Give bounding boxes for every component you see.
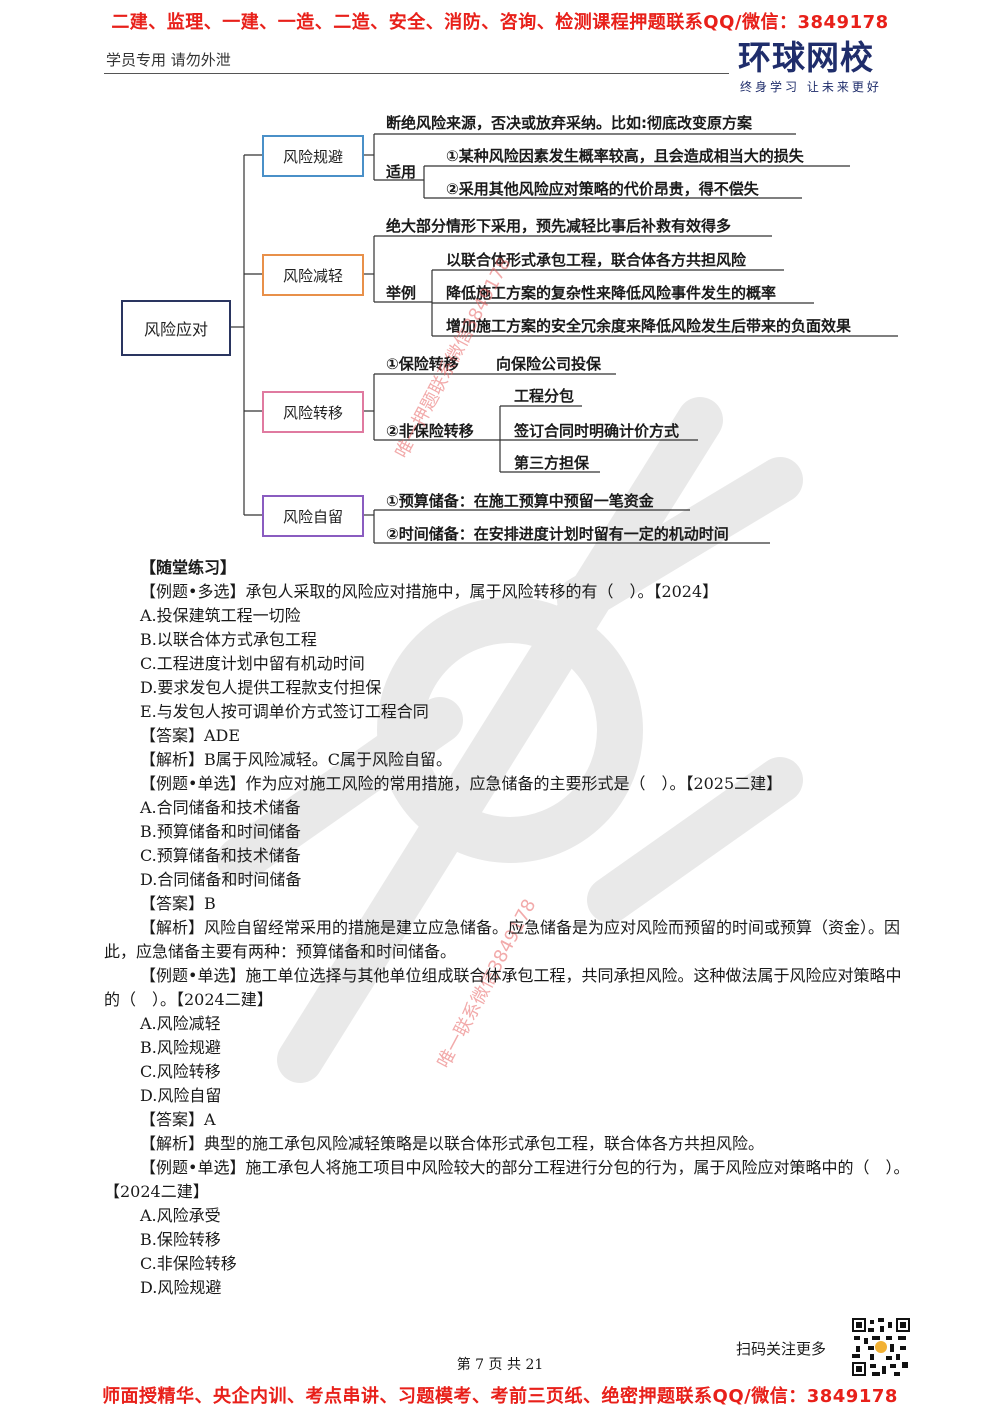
content-line: C.风险转移 [140, 1062, 221, 1081]
content-line: D.风险规避 [140, 1278, 222, 1297]
b1-item: ①某种风险因素发生概率较高，且会造成相当大的损失 [446, 147, 804, 165]
b3-non-insurance: ②非保险转移 [386, 422, 474, 440]
top-banner: 二建、监理、一建、一造、二造、安全、消防、咨询、检测课程押题联系QQ/微信：38… [111, 12, 889, 33]
bottom-banner: 师面授精华、央企内训、考点串讲、习题模考、考前三页纸、绝密押题联系QQ/微信：3… [102, 1386, 898, 1407]
content-line: 【例题•单选】作为应对施工风险的常用措施，应急储备的主要形式是（ ）。【2025… [140, 774, 783, 793]
b4-item: ①预算储备：在施工预算中预留一笔资金 [386, 492, 654, 510]
content-line: A.风险减轻 [140, 1014, 221, 1033]
branch-risk-mitigation: 风险减轻 [262, 254, 364, 296]
content-line: 【解析】B属于风险减轻。C属于风险自留。 [140, 750, 453, 769]
content-line: D.要求发包人提供工程款支付担保 [140, 678, 382, 697]
b2-item: 增加施工方案的安全冗余度来降低风险发生后带来的负面效果 [446, 317, 852, 335]
b4-item: ②时间储备：在安排进度计划时留有一定的机动时间 [386, 525, 729, 543]
exercise-content: 【随堂练习】 【例题•多选】承包人采取的风险应对措施中，属于风险转移的有（ ）。… [104, 556, 916, 1300]
b2-item: 降低施工方案的复杂性来降低风险事件发生的概率 [446, 284, 777, 302]
content-line: 【例题•多选】承包人采取的风险应对措施中，属于风险转移的有（ ）。【2024】 [140, 582, 719, 601]
b3-item: 第三方担保 [514, 454, 590, 472]
content-line: D.合同储备和时间储备 [140, 870, 302, 889]
b2-desc: 绝大部分情形下采用，预先减轻比事后补救有效得多 [386, 217, 732, 235]
content-line: E.与发包人按可调单价方式签订工程合同 [140, 702, 429, 721]
mindmap-root: 风险应对 [121, 300, 231, 356]
content-line: B.风险规避 [140, 1038, 221, 1057]
b2-sub: 举例 [386, 284, 417, 302]
b3-insurance-detail: 向保险公司投保 [496, 355, 602, 373]
page-number: 第 7 页 共 21 [456, 1357, 544, 1373]
logo-name: 环球网校 [738, 38, 874, 77]
branch-risk-avoidance: 风险规避 [262, 135, 364, 177]
logo-watermark [217, 397, 803, 1083]
content-line: C.非保险转移 [140, 1254, 237, 1273]
content-line: 【答案】B [140, 894, 216, 913]
section-heading: 【随堂练习】 [140, 558, 237, 577]
content-line: 【解析】典型的施工承包风险减轻策略是以联合体形式承包工程，联合体各方共担风险。 [140, 1134, 765, 1153]
logo: 环球网校 终身学习 让未来更好 [738, 38, 918, 102]
b3-insurance: ①保险转移 [386, 355, 459, 373]
branch-risk-retention: 风险自留 [262, 495, 364, 537]
content-line: 【答案】ADE [140, 726, 241, 745]
b3-item: 签订合同时明确计价方式 [514, 422, 680, 440]
logo-slogan: 终身学习 让未来更好 [740, 80, 882, 94]
b1-desc: 断绝风险来源，否决或放弃采纳。比如:彻底改变原方案 [386, 114, 753, 132]
header-divider [104, 73, 729, 74]
content-line: A.合同储备和技术储备 [140, 798, 301, 817]
content-paragraph: 【例题•单选】施工单位选择与其他单位组成联合体承包工程，共同承担风险。这种做法属… [104, 966, 902, 1009]
qr-label: 扫码关注更多 [736, 1340, 827, 1358]
b1-sub: 适用 [386, 163, 417, 181]
content-line: A.投保建筑工程一切险 [140, 606, 301, 625]
content-line: D.风险自留 [140, 1086, 222, 1105]
header-note: 学员专用 请勿外泄 [106, 51, 231, 69]
content-line: 【答案】A [140, 1110, 216, 1129]
b2-item: 以联合体形式承包工程，联合体各方共担风险 [446, 251, 747, 269]
qr-code-icon[interactable] [852, 1318, 910, 1376]
content-line: B.保险转移 [140, 1230, 221, 1249]
content-line: A.风险承受 [140, 1206, 221, 1225]
content-line: B.以联合体方式承包工程 [140, 630, 317, 649]
content-line: B.预算储备和时间储备 [140, 822, 301, 841]
branch-risk-transfer: 风险转移 [262, 391, 364, 433]
mindmap-connectors [228, 133, 898, 544]
content-paragraph: 【例题•单选】施工承包人将施工项目中风险较大的部分工程进行分包的行为，属于风险应… [104, 1158, 910, 1201]
b3-item: 工程分包 [514, 387, 575, 405]
b1-item: ②采用其他风险应对策略的代价昂贵，得不偿失 [446, 180, 759, 198]
content-paragraph: 【解析】风险自留经常采用的措施是建立应急储备。应急储备是为应对风险而预留的时间或… [104, 918, 901, 961]
content-line: C.预算储备和技术储备 [140, 846, 301, 865]
content-line: C.工程进度计划中留有机动时间 [140, 654, 365, 673]
